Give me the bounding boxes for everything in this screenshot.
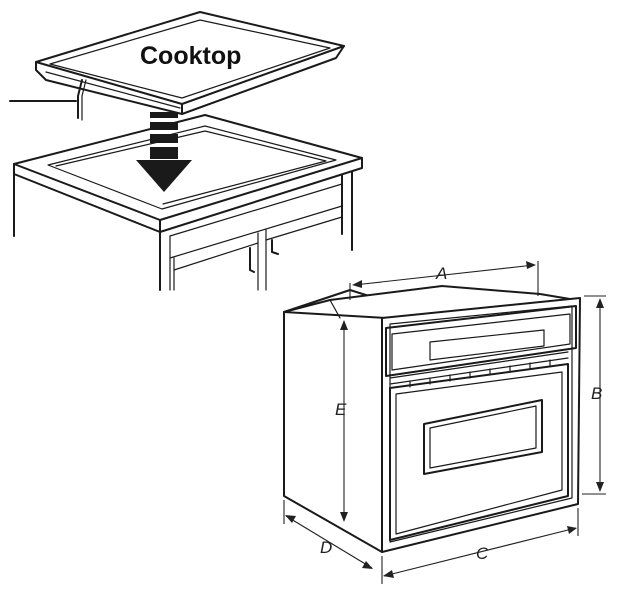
cabinet-counter xyxy=(13,114,363,291)
dim-e-label: E xyxy=(335,400,347,419)
dim-c-label: C xyxy=(476,544,489,563)
dimension-b xyxy=(582,295,606,495)
dim-d-label: D xyxy=(320,538,332,557)
dimension-e xyxy=(340,320,348,522)
dimension-c xyxy=(381,508,579,584)
down-arrow-icon xyxy=(136,112,192,192)
dimension-a xyxy=(349,261,539,300)
wall-oven xyxy=(283,285,581,553)
dim-a-label: A xyxy=(435,264,447,283)
dim-b-label: B xyxy=(591,384,602,403)
dimension-d xyxy=(283,500,373,569)
cooktop-label: Cooktop xyxy=(140,42,241,70)
cooktop-unit xyxy=(9,11,345,121)
